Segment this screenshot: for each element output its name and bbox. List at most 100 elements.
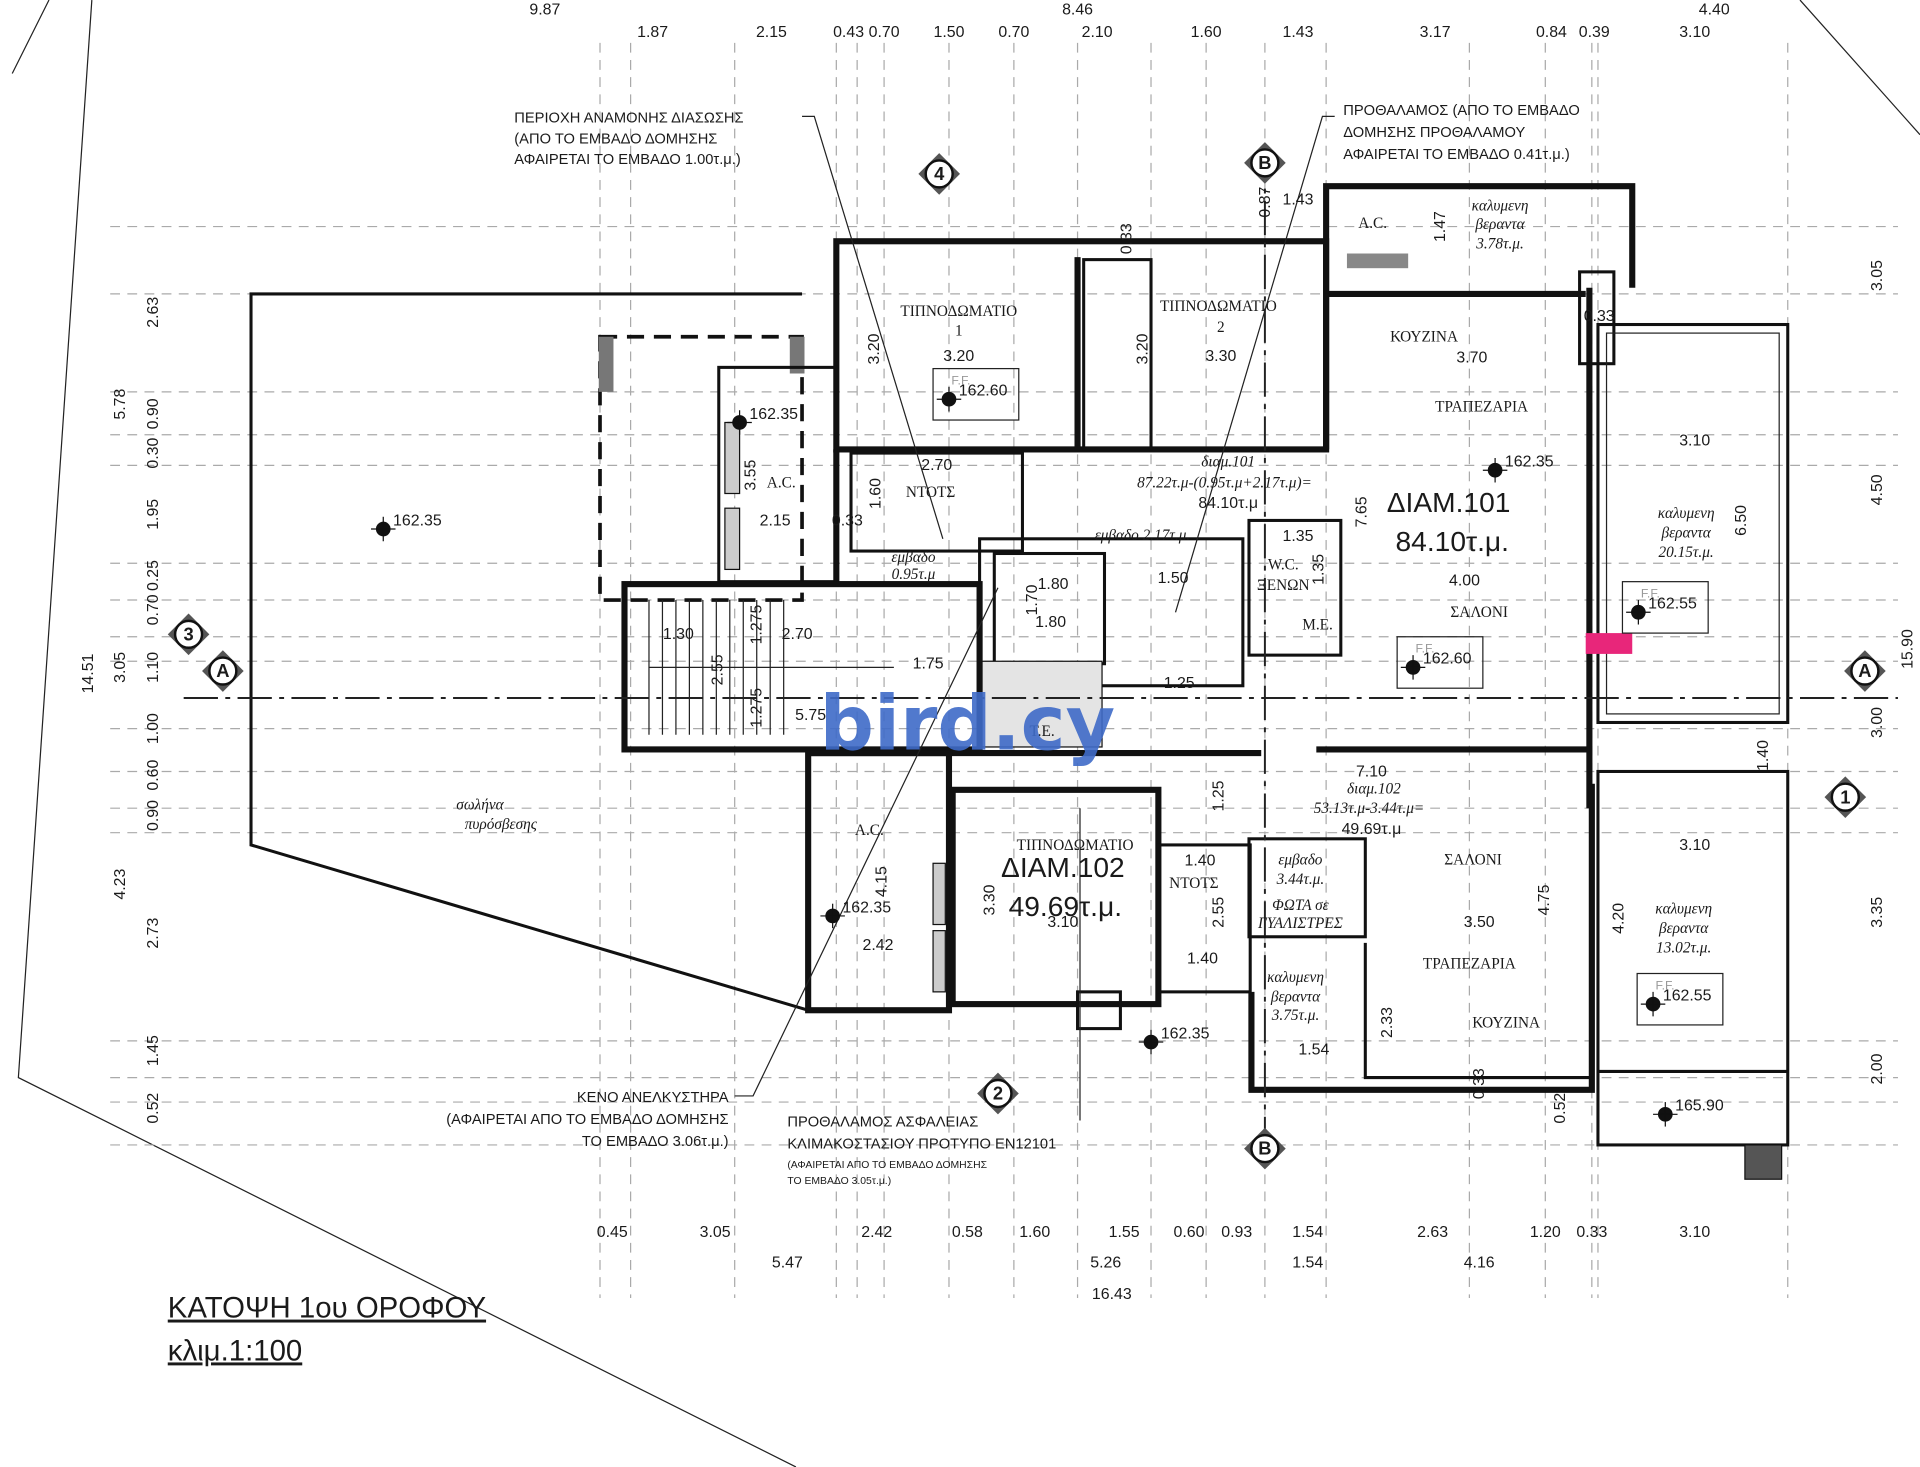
elevation-marker: F.F.162.60: [1396, 636, 1484, 689]
elevation-box: [1621, 581, 1709, 634]
dimension-top: 0.84: [1536, 24, 1567, 41]
dimension-right: 3.35: [1869, 897, 1886, 928]
room-label: πυρόσβεσης: [465, 816, 538, 833]
room-label: 3.78τ.μ.: [1475, 236, 1524, 253]
dimension-bottom: 3.05: [700, 1224, 731, 1241]
room-label: 3.70: [1456, 349, 1487, 366]
dimension-bottom: 1.20: [1530, 1224, 1561, 1241]
room-label: ΔΙΑΜ.102: [1001, 852, 1125, 883]
dimension-label: 0.52: [1552, 1093, 1569, 1124]
dimension-right: 3.05: [1869, 260, 1886, 291]
ff-label: F.F.: [1641, 587, 1660, 601]
dimension-left: 0.60: [145, 760, 162, 791]
dimension-label: 2.33: [1379, 1007, 1396, 1038]
room-label: βεραντα: [1660, 525, 1711, 542]
axis-marker-label: 3: [183, 623, 193, 644]
note-lobby: ΠΡΟΘΑΛΑΜΟΣ (ΑΠΟ ΤΟ ΕΜΒΑΔΟ: [1343, 103, 1580, 119]
dimension-right: 3.00: [1869, 707, 1886, 738]
room-label: διαμ.102: [1347, 781, 1401, 798]
dimension-right: 4.50: [1869, 474, 1886, 505]
room-label: 1.35: [1282, 528, 1313, 545]
dimension-label: 3.30: [981, 884, 998, 915]
dimension-label: 3.55: [743, 460, 760, 491]
dimension-left: 1.00: [145, 713, 162, 744]
note-safety-lobby: (ΑΦΑΙΡΕΤΑΙ ΑΠΟ ΤΟ ΕΜΒΑΔΟ ΔΟΜΗΣΗΣ: [787, 1160, 987, 1171]
note-lift-void: ΚΕΝΟ ΑΝΕΛΚΥΣΤΗΡΑ: [577, 1090, 729, 1106]
room-label: καλυμενη: [1267, 969, 1324, 986]
dimension-label: 4.20: [1611, 903, 1628, 934]
axis-circle-icon: [983, 1078, 1013, 1109]
room-label: εμβαδο 2.17τ.μ.: [1095, 527, 1191, 544]
room-label: ΣΑΛΟΝΙ: [1450, 604, 1508, 621]
dimension-bottom-sub: 5.47: [772, 1254, 803, 1271]
note-lift-void: ΤΟ ΕΜΒΑΔΟ 3.06τ.μ.): [582, 1134, 729, 1150]
dimension-left: 0.52: [145, 1093, 162, 1124]
dimension-left: 0.30: [145, 437, 162, 468]
note-waiting-area: ΠΕΡΙΟΧΗ ΑΝΑΜΟΝΗΣ ΔΙΑΣΩΣΗΣ: [514, 110, 743, 126]
room-label: 1.25: [1164, 675, 1195, 692]
room-label: 7.10: [1356, 763, 1387, 780]
dimension-label: 4.75: [1536, 884, 1553, 915]
grid-axis-marker: B: [1244, 142, 1286, 184]
note-lobby: ΔΟΜΗΣΗΣ ΠΡΟΘΑΛΑΜΟΥ: [1343, 125, 1525, 141]
elevation-marker: 162.35: [820, 899, 891, 929]
elevation-box: [1636, 972, 1724, 1026]
room-label: A.C.: [855, 822, 884, 839]
dimension-label: 3.20: [866, 333, 883, 364]
elevation-marker: F.F.162.60: [932, 367, 1020, 421]
dimension-bottom: 0.45: [597, 1224, 628, 1241]
dimension-left: 0.90: [145, 800, 162, 831]
axis-circle-icon: [924, 159, 954, 189]
room-label: 5.75: [795, 707, 826, 724]
room-label: 1.80: [1035, 614, 1066, 631]
dimension-bottom: 2.42: [861, 1224, 892, 1241]
dimension-top: 0.70: [998, 24, 1029, 41]
room-label: 4.00: [1449, 572, 1480, 589]
dimension-bottom: 3.10: [1679, 1224, 1710, 1241]
room-label: 1.75: [913, 656, 944, 673]
axis-circle-icon: [1250, 148, 1280, 178]
room-label: 1.54: [1298, 1041, 1329, 1058]
room-label: W.C.: [1268, 556, 1299, 573]
grid-axis-marker: B: [1244, 1127, 1286, 1170]
dimension-top: 0.39: [1579, 24, 1610, 41]
elevation-marker: 162.35: [1138, 1025, 1210, 1055]
elevation-value: 162.60: [959, 383, 1008, 400]
dimension-label: 1.47: [1432, 211, 1449, 242]
dimension-bottom-sub: 5.26: [1090, 1254, 1121, 1271]
room-label: εμβαδο: [891, 549, 935, 566]
room-label: A.C.: [767, 474, 796, 491]
dimension-label: 1.60: [867, 478, 884, 509]
dimension-top: 2.15: [756, 24, 787, 41]
room-label: 3.44τ.μ.: [1276, 871, 1325, 888]
dimension-left: 0.25: [145, 560, 162, 591]
ff-label: F.F.: [1416, 642, 1435, 656]
note-safety-lobby: ΠΡΟΘΑΛΑΜΟΣ ΑΣΦΑΛΕΙΑΣ: [787, 1115, 978, 1131]
dimension-label: 4.15: [874, 866, 891, 897]
room-label: 0.33: [832, 512, 863, 529]
room-label: ΚΟΥΖΙΝΑ: [1390, 329, 1458, 346]
room-label: 84.10τ.μ: [1198, 495, 1258, 512]
grid-axis-marker: 4: [918, 153, 960, 195]
elevation-value: 162.35: [393, 512, 442, 529]
room-label: καλυμενη: [1472, 198, 1529, 215]
room-label: 49.69τ.μ.: [1009, 891, 1122, 922]
room-label: 2.70: [782, 626, 813, 643]
room-label: ΞΕΝΩΝ: [1257, 577, 1310, 594]
dimension-bottom: 0.33: [1576, 1224, 1607, 1241]
room-label: 1.43: [1282, 192, 1313, 209]
room-label: 3.20: [943, 348, 974, 365]
elevation-value: 162.35: [1161, 1025, 1210, 1042]
note-safety-lobby: ΤΟ ΕΜΒΑΔΟ 3.05τ.μ.): [787, 1176, 891, 1187]
note-lobby: ΑΦΑΙΡΕΤΑΙ ΤΟ ΕΜΒΑΔΟ 0.41τ.μ.): [1343, 147, 1569, 163]
axis-circle-icon: [1850, 656, 1880, 686]
room-label: 3.10: [1047, 914, 1078, 931]
note-waiting-area: (ΑΠΟ ΤΟ ΕΜΒΑΔΟ ΔΟΜΗΣΗΣ: [514, 131, 717, 147]
dimension-top: 1.43: [1282, 24, 1313, 41]
dimension-label: 6.50: [1733, 505, 1750, 536]
walls: [183, 115, 1898, 1180]
elevation-box: [932, 367, 1020, 421]
dimension-top-overall: 4.40: [1699, 2, 1730, 19]
elevation-marker: 162.35: [727, 406, 798, 435]
